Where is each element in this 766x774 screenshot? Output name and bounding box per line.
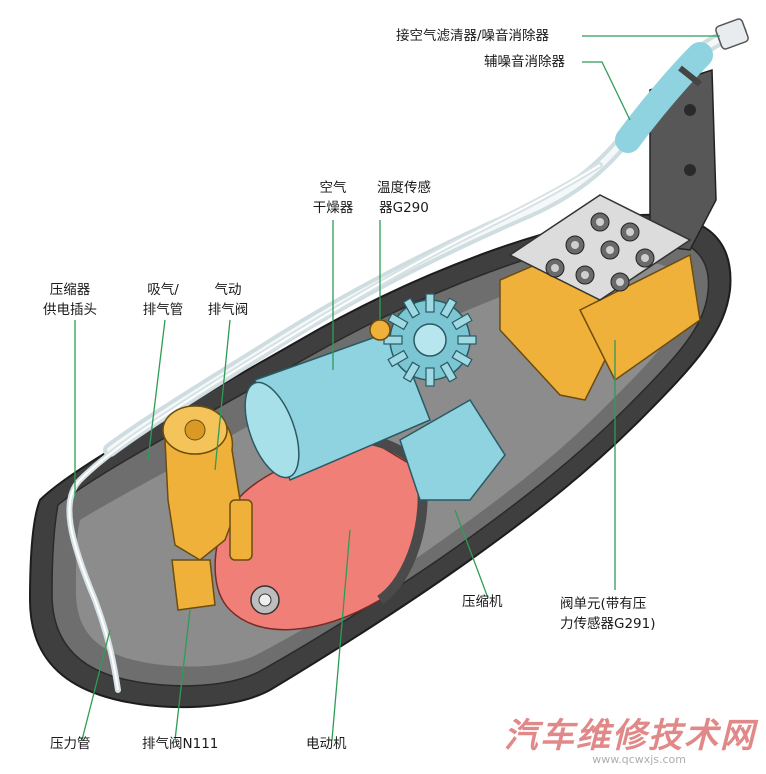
- label-intake-pipe: 吸气/ 排气管: [128, 280, 198, 320]
- label-intake-pipe-line1: 吸气/: [147, 282, 179, 298]
- label-valve-unit: 阀单元(带有压 力传感器G291): [560, 594, 656, 634]
- label-exhaust-valve-n111: 排气阀N111: [142, 736, 219, 752]
- label-temp-sensor-line2: 器G290: [379, 200, 429, 216]
- watermark-title: 汽车维修技术网: [504, 716, 756, 756]
- label-temp-sensor: 温度传感 器G290: [364, 178, 444, 218]
- label-electric-motor: 电动机: [306, 736, 347, 752]
- label-intake-pipe-line2: 排气管: [142, 302, 184, 318]
- label-power-plug-line1: 压缩器: [49, 282, 91, 298]
- exhaust-valve-n111: [171, 559, 216, 611]
- compressor-body: [399, 398, 506, 501]
- label-compressor: 压缩机: [462, 594, 503, 610]
- label-pneumatic-valve: 气动 排气阀: [196, 280, 260, 320]
- label-valve-unit-line2: 力传感器G291): [560, 616, 656, 632]
- label-air-filter-muffler: 接空气滤清器/噪音消除器: [396, 28, 550, 44]
- label-air-dryer-line1: 空气: [319, 180, 347, 196]
- label-pneumatic-valve-line2: 排气阀: [207, 302, 249, 318]
- cooling-fan: [383, 293, 477, 387]
- label-power-plug-line2: 供电插头: [43, 302, 97, 318]
- leader-lines: [74, 35, 720, 741]
- aux-muffler-body: [615, 42, 713, 153]
- label-air-dryer-line2: 干燥器: [312, 200, 354, 216]
- watermark: 汽车维修技术网 www.qcwxjs.com: [504, 718, 756, 766]
- label-air-dryer: 空气 干燥器: [298, 178, 368, 218]
- label-valve-unit-line1: 阀单元(带有压: [560, 596, 647, 612]
- label-pressure-pipe: 压力管: [50, 736, 91, 752]
- temp-sensor: [369, 319, 391, 341]
- label-pneumatic-valve-line1: 气动: [214, 282, 242, 298]
- label-power-plug: 压缩器 供电插头: [32, 280, 108, 320]
- label-temp-sensor-line1: 温度传感: [377, 180, 431, 196]
- label-aux-muffler: 辅噪音消除器: [484, 54, 565, 70]
- watermark-url: www.qcwxjs.com: [592, 753, 686, 766]
